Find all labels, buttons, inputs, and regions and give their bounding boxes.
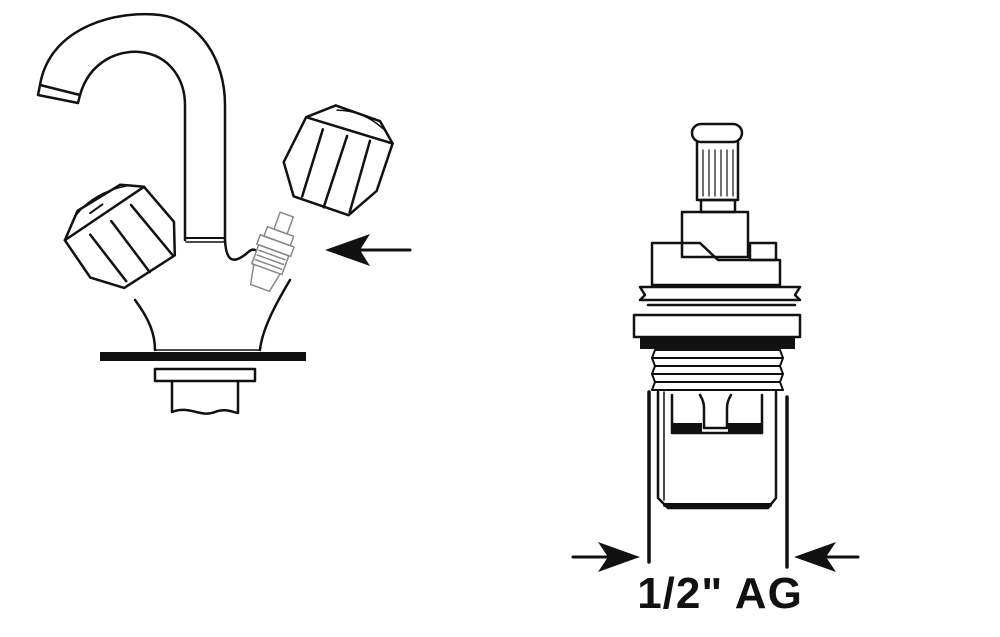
cartridge-illustration — [571, 122, 860, 572]
arrow-left-icon — [325, 234, 412, 266]
left-handle-knob — [63, 183, 177, 290]
base-plate — [100, 352, 306, 361]
arrow-left-icon — [794, 542, 860, 572]
dimension-label: 1/2" AG — [637, 569, 803, 618]
supply-pipe — [170, 379, 240, 415]
flange — [632, 313, 802, 339]
thread — [651, 349, 784, 391]
valve-cartridge — [249, 211, 295, 293]
right-handle-knob — [282, 104, 394, 217]
arrow-right-icon — [571, 542, 640, 572]
spout — [38, 12, 227, 242]
mounting-nut — [153, 367, 257, 383]
lower-body — [656, 390, 778, 510]
stem-cap — [690, 122, 744, 144]
faucet-illustration — [36, 12, 412, 415]
